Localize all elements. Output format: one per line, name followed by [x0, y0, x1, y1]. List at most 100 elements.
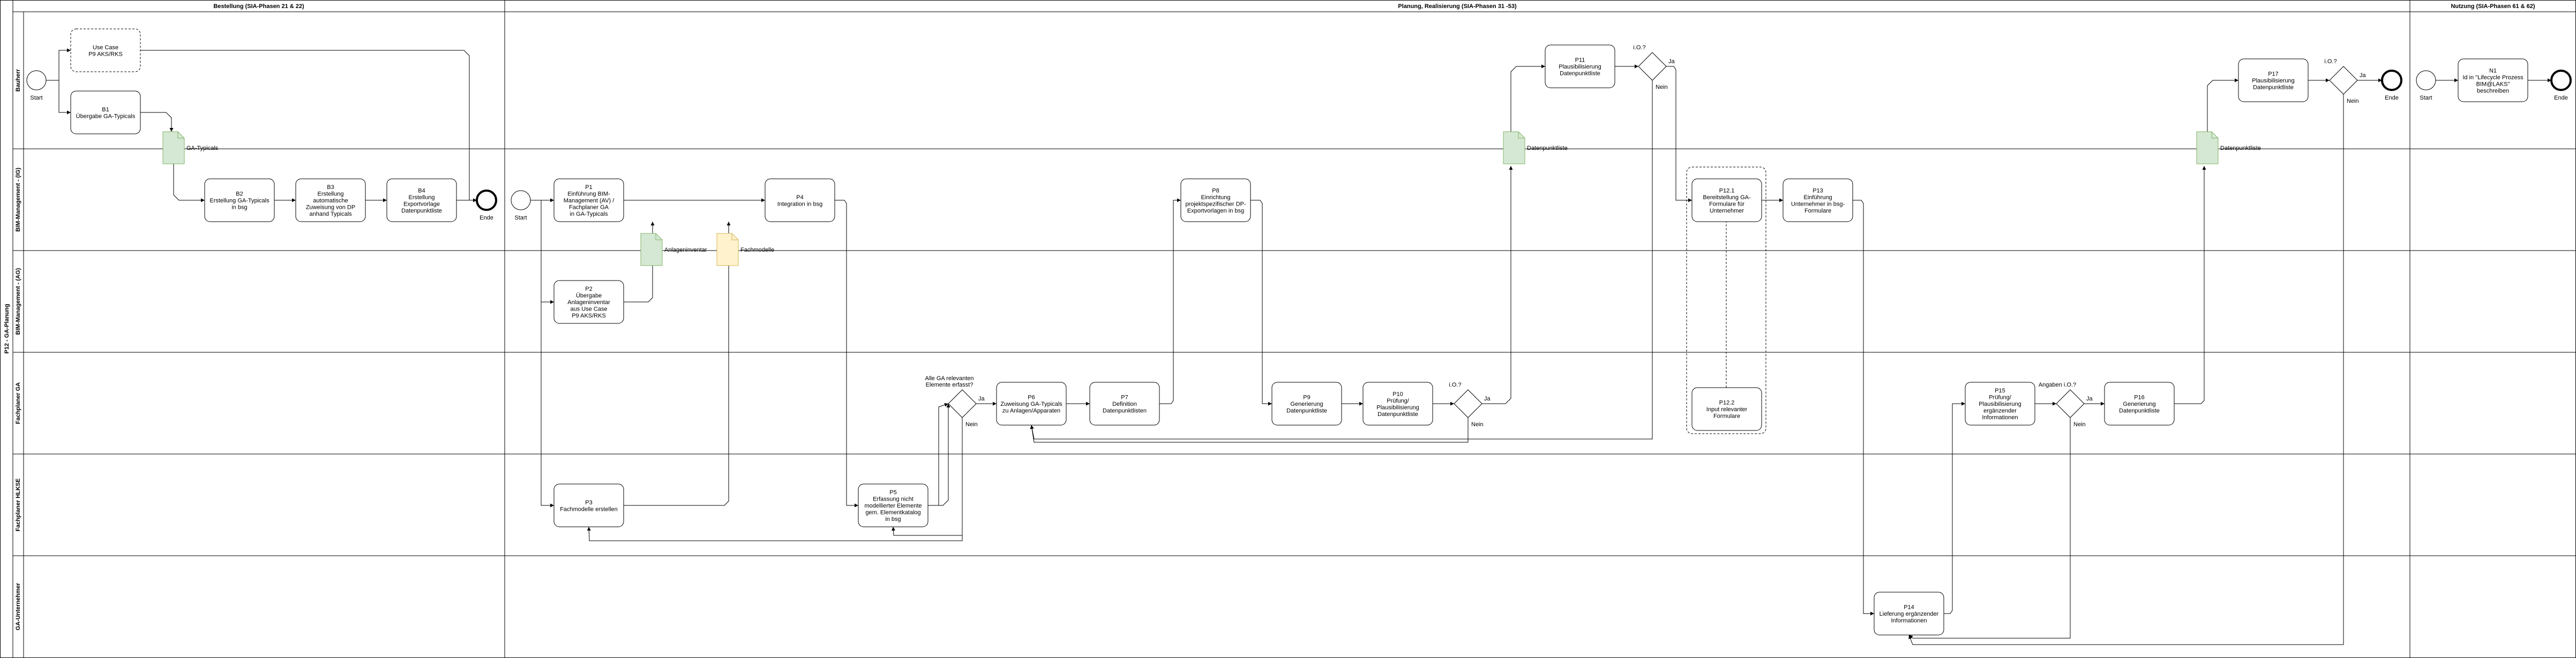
gateway-question: Angaben i.O.? [2039, 382, 2076, 388]
task-text: modellierter Elemente [865, 503, 922, 509]
lane-label-fachplaner-ga: Fachplaner GA [15, 382, 21, 424]
task-text: B2 [236, 191, 243, 198]
sequence-flow [140, 50, 477, 202]
lane-label-ga-unternehmer: GA-Unternehmer [15, 583, 21, 630]
lane-label-bim-management-ig: BIM-Management - (IG) [15, 168, 21, 232]
data-object-label: Datenpunktliste [2220, 145, 2261, 152]
task-text: Informationen [1891, 618, 1927, 624]
task-text: P9 [1303, 395, 1310, 401]
end-event[interactable]: Ende [476, 190, 497, 221]
task-text: Anlageninventar [567, 299, 610, 306]
task-text: Exportvorlage [403, 201, 440, 207]
task-text: Definition [1112, 401, 1137, 407]
gateway-no-label: Nein [1656, 84, 1668, 90]
task-text: Bereitstellung GA- [1703, 194, 1751, 201]
task-text: Übergabe [576, 293, 602, 299]
data-object-dpl1[interactable]: Datenpunktliste [1503, 131, 1568, 164]
start-event[interactable]: Start [511, 190, 531, 221]
task-text: N1 [2489, 67, 2497, 74]
task-text: Unternehmer [1710, 208, 1744, 214]
task-text: in bsg [231, 205, 247, 211]
task-text: P15 [1995, 388, 2005, 394]
task-text: P11 [1575, 57, 1585, 64]
task-text: Use Case [93, 44, 118, 51]
sequence-flow [140, 112, 174, 132]
sequence-flow [2174, 166, 2206, 404]
gateway-no-label: Nein [2073, 421, 2086, 428]
sequence-flow [173, 164, 205, 202]
task-text: P9 AKS/RKS [88, 51, 123, 57]
lane-label-bim-management-ag: BIM-Management - (AG) [15, 268, 21, 335]
task-text: P16 [2134, 395, 2145, 401]
data-object-fachmodelle[interactable]: Fachmodelle [716, 233, 774, 266]
data-object-anlagen[interactable]: Anlageninventar [640, 233, 707, 266]
event-label: Ende [2554, 95, 2568, 101]
pool-title: P12 - GA-Planung [4, 304, 10, 354]
task-text: B3 [327, 184, 334, 191]
sequence-flow [928, 403, 949, 506]
sequence-flow [1908, 94, 2344, 645]
task-text: Einführung BIM- [567, 191, 610, 198]
task-text: Datenpunktliste [2253, 85, 2294, 91]
task-text: Integration in bsg [777, 201, 822, 207]
lane-label-bauherr: Bauherr [15, 69, 21, 92]
task-text: P7 [1121, 395, 1128, 401]
start-event[interactable]: Start [26, 70, 47, 101]
task-text: B1 [102, 107, 109, 113]
sequence-flow [1944, 402, 1965, 614]
task-text: P10 [1392, 391, 1403, 397]
sequence-flow [1666, 66, 1692, 202]
task-text: Einführung [1803, 194, 1832, 201]
task-text: beschreiben [2477, 88, 2509, 94]
task-text: P17 [2268, 71, 2279, 78]
task-p10[interactable]: P10Prüfung/PlausibilisierungDatenpunktli… [1362, 382, 1433, 426]
data-object-typicals[interactable]: GA-Typicals [162, 131, 219, 164]
end-event[interactable]: Ende [2550, 70, 2572, 101]
task-text: P12.2 [1719, 400, 1735, 406]
task-text: Erfassung nicht [873, 496, 913, 503]
sequence-flow [46, 80, 71, 115]
gateway-yes-label: Ja [978, 396, 985, 402]
task-text: Management (AV) / [564, 198, 615, 204]
task-p15[interactable]: P15Prüfung/PlausibilisierungergänzenderI… [1965, 382, 2035, 426]
start-event[interactable]: Start [2416, 70, 2436, 101]
sequence-flow [2207, 78, 2238, 134]
task-text: aus Use Case [570, 306, 607, 313]
task-text: projektspezifischer DP- [1185, 201, 1246, 207]
sequence-flow [46, 48, 71, 81]
gateway-yes-label: Ja [2360, 72, 2367, 79]
task-text: Übergabe GA-Typicals [76, 113, 136, 119]
sequence-flow [1510, 64, 1545, 134]
data-object-dpl2[interactable]: Datenpunktliste [2196, 131, 2261, 164]
end-event[interactable]: Ende [2381, 70, 2402, 101]
